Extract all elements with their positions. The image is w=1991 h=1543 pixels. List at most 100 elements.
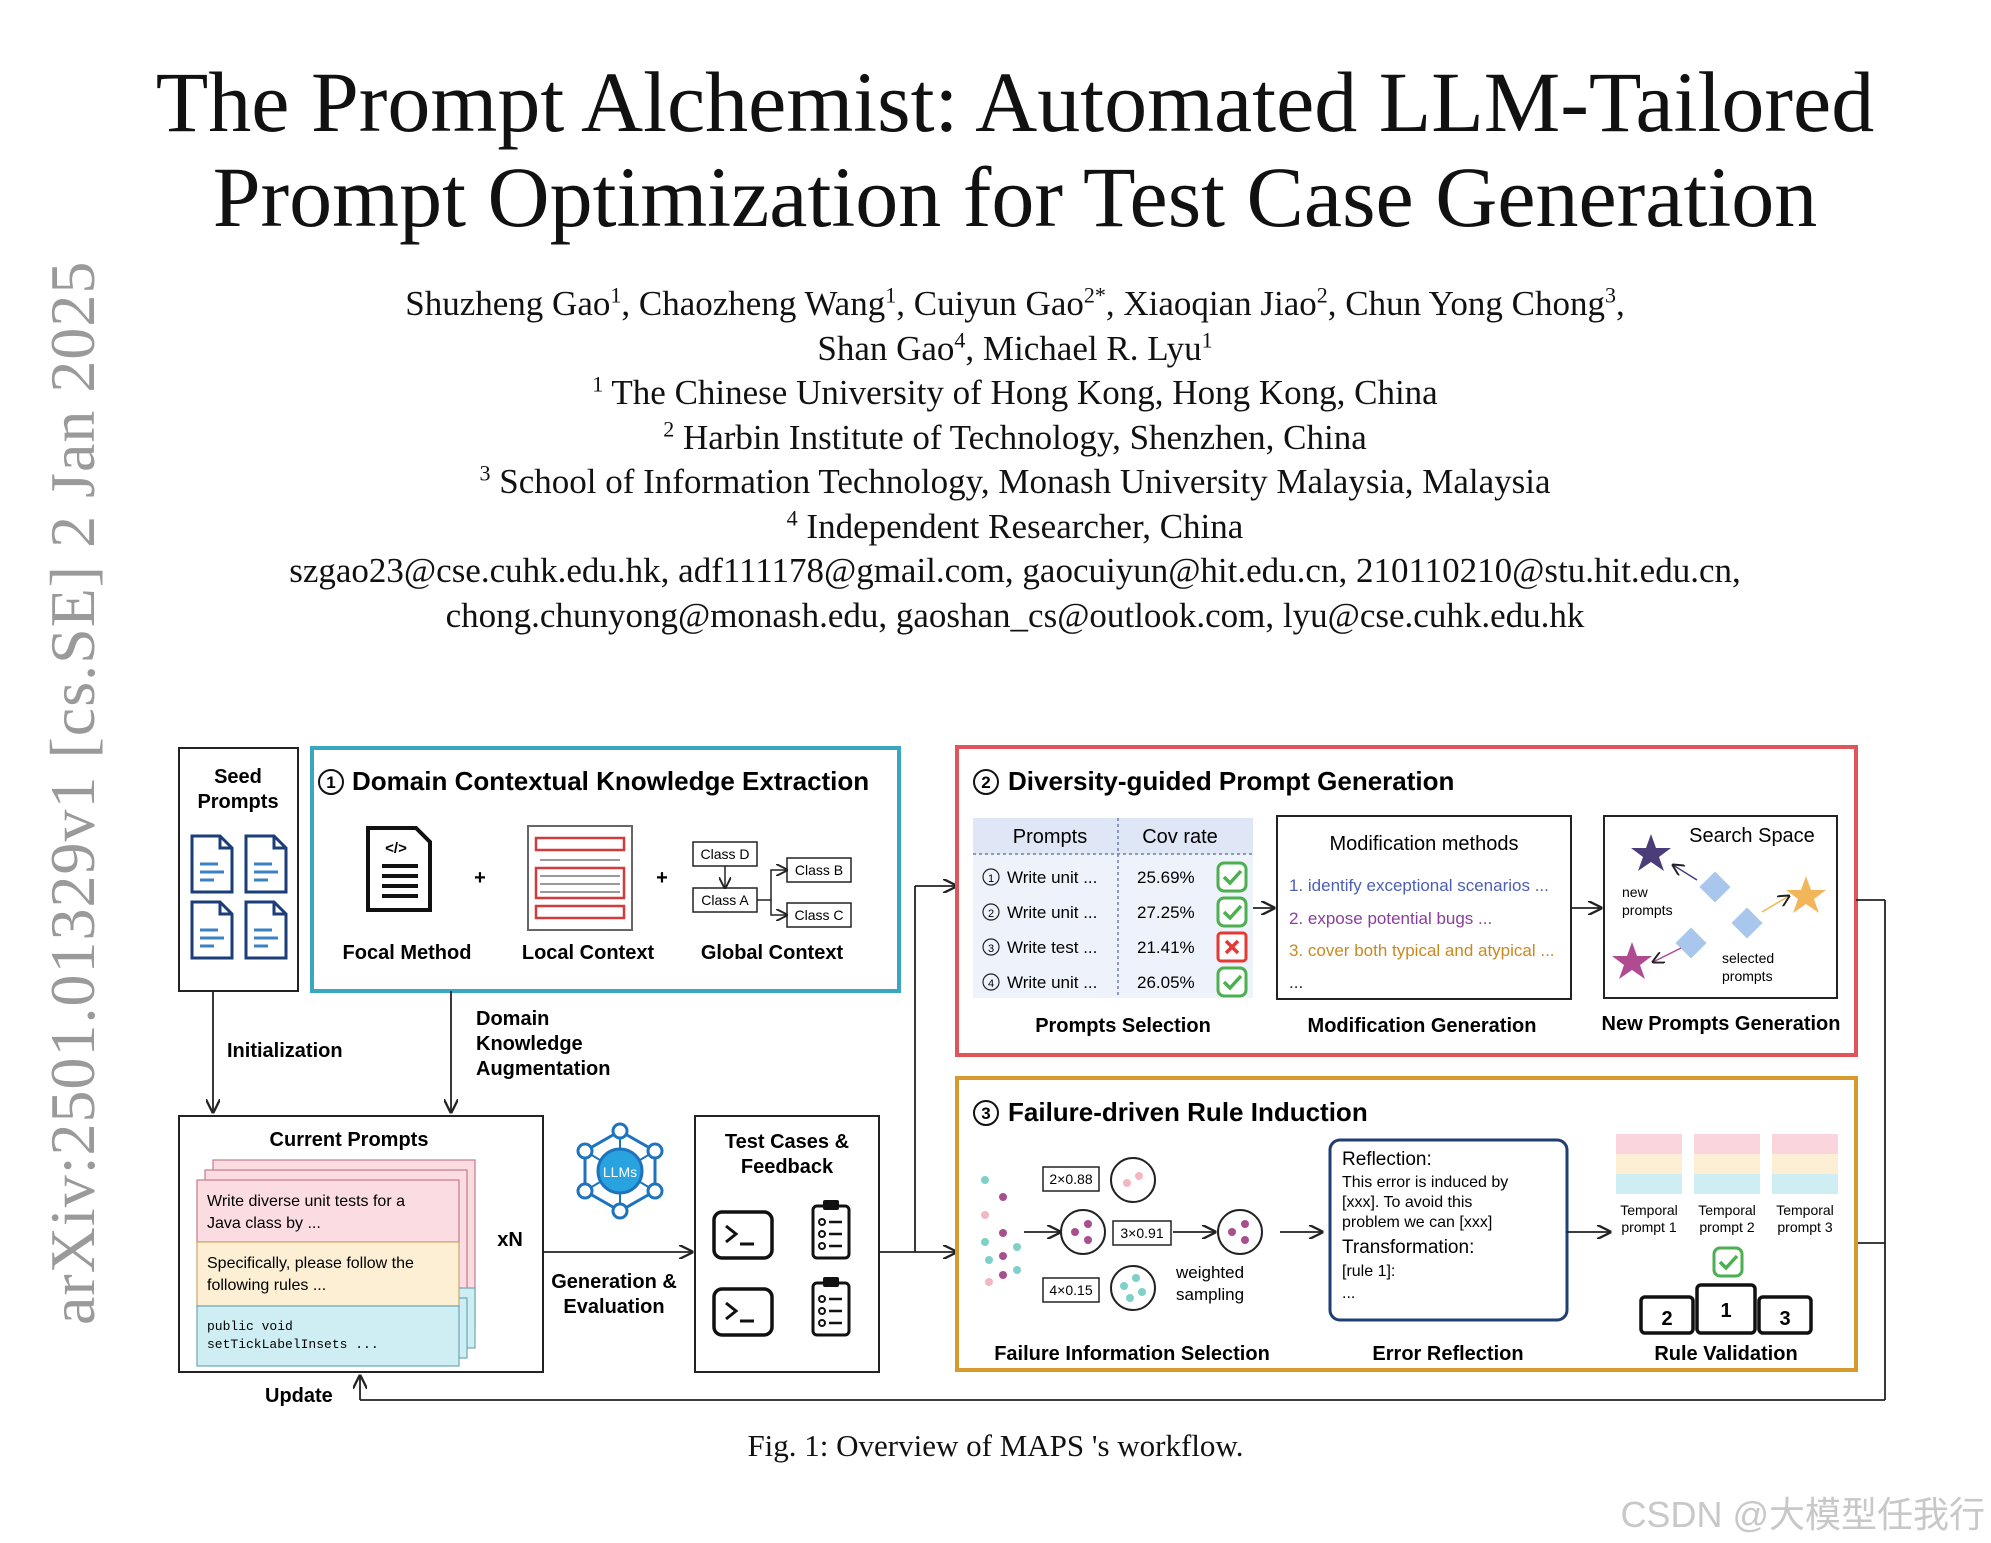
weight-label: 4×0.15 [1049,1282,1092,1298]
reflection-line: This error is induced by [1342,1174,1508,1191]
affiliation-text: The Chinese University of Hong Kong, Hon… [611,373,1438,412]
figure-caption: Fig. 1: Overview of MAPS 's workflow. [747,1428,1244,1463]
document-icon [190,834,234,894]
temporal-label: prompt 2 [1699,1219,1754,1235]
author-sup: 1 [885,282,897,308]
row-text: Write unit ... [1007,868,1097,887]
table-row: 4 Write unit ... 26.05% [982,966,1248,998]
local-context-document-icon [527,825,633,931]
xn-label: xN [497,1229,523,1251]
row-rate: 27.25% [1137,903,1195,922]
gen-eval-label: Generation & [551,1271,677,1293]
class-diagram [692,841,852,928]
new-prompts-generation-label: New Prompts Generation [1602,1013,1841,1035]
row-text: Write test ... [1007,938,1097,957]
affiliation-sup: 4 [786,504,798,530]
augmentation-label: Knowledge [476,1033,583,1055]
modification-method: 3. cover both typical and atypical ... [1289,941,1555,960]
table-header-prompts: Prompts [1013,826,1087,848]
cluster-circle [1110,1157,1156,1203]
checklist-icon [811,1198,851,1260]
terminal-icon [712,1210,774,1260]
prompt-card-text: Specifically, please follow the [207,1255,414,1272]
error-reflection-label: Error Reflection [1372,1343,1523,1365]
arrow [1673,865,1698,881]
cluster-circle [1060,1209,1106,1255]
row-text: Write unit ... [1007,903,1097,922]
arrow [1761,896,1789,913]
prompt-card-text: Write diverse unit tests for a [207,1193,405,1210]
document-icon [244,900,288,960]
prompt-card-code: setTickLabelInsets ... [207,1337,379,1352]
author-block: Shuzheng Gao1, Chaozheng Wang1, Cuiyun G… [150,282,1880,638]
temporal-prompt-card [1772,1134,1838,1194]
temporal-prompt-card [1694,1134,1760,1194]
code-glyph: </> [385,840,407,857]
update-label: Update [265,1385,333,1407]
table-header [973,818,1253,854]
affiliation-sup: 3 [479,460,491,486]
weight-box [1112,1220,1172,1246]
document-icon [244,834,288,894]
temporal-label: Temporal [1698,1202,1756,1218]
podium-icon [1639,1283,1813,1335]
reflection-line: problem we can [xxx] [1342,1214,1492,1231]
seed-prompts-label: Seed [214,766,262,788]
star-icon [1612,942,1652,979]
document-icon [190,900,234,960]
selected-prompts-label: prompts [1722,968,1773,984]
row-number: 4 [988,978,994,990]
author-name: Xiaoqian Jiao [1123,284,1317,323]
author-name: Chun Yong Chong [1345,284,1605,323]
author-sup: 1 [1201,326,1213,352]
plus-sign: + [474,867,486,889]
new-prompts-label: prompts [1622,902,1673,918]
podium-rank: 2 [1661,1308,1672,1330]
cluster-circle [1110,1265,1156,1311]
prompt-card-code: public void [207,1319,293,1334]
row-rate: 21.41% [1137,938,1195,957]
modification-box [1276,815,1572,1000]
transformation-title: Transformation: [1342,1237,1474,1258]
failure-dots [981,1176,1021,1286]
affiliation-sup: 2 [663,415,675,441]
affiliation-text: School of Information Technology, Monash… [499,462,1551,501]
reflection-line: [xxx]. To avoid this [1342,1194,1472,1211]
email-line-1: szgao23@cse.cuhk.edu.hk, adf111178@gmail… [289,551,1741,590]
table-row: 1 Write unit ... 25.69% [982,861,1248,893]
transformation-line: [rule 1]: [1342,1263,1395,1280]
local-context-label: Local Context [522,942,655,964]
weight-box [1042,1166,1100,1192]
augmentation-label: Augmentation [476,1058,610,1080]
row-number: 3 [988,943,994,955]
stage3-title: Failure-driven Rule Induction [1008,1097,1368,1127]
llm-network-icon [576,1122,664,1220]
star-icon [1786,876,1826,913]
table-row: 3 Write test ... 21.41% [982,931,1248,963]
modification-method: 2. expose potential bugs ... [1289,909,1492,928]
stage-number: 2 [981,773,990,792]
prompt-card-3 [196,1305,460,1367]
author-name: Cuiyun Gao [913,284,1084,323]
author-sup: 2 [1316,282,1328,308]
reflection-box [1328,1138,1569,1322]
code-document-icon [366,826,432,912]
prompt-card-2 [196,1241,460,1307]
temporal-prompt-card [1616,1134,1682,1194]
prompts-selection-label: Prompts Selection [1035,1015,1211,1037]
stage-number-circle [973,769,999,795]
author-sup: 4 [954,326,966,352]
temporal-label: Temporal [1776,1202,1834,1218]
search-space-label: Search Space [1689,825,1815,847]
modification-method: 1. identify exceptional scenarios ... [1289,876,1549,895]
modification-method: ... [1289,973,1303,992]
llms-label: LLMs [603,1164,637,1180]
seed-prompts-label: Prompts [197,791,278,813]
prompt-card-text: Java class by ... [207,1215,321,1232]
row-rate: 26.05% [1137,973,1195,992]
watermark: CSDN @大模型任我行 [1620,1494,1985,1535]
arrow [1653,947,1682,962]
row-number: 2 [988,908,994,920]
global-context-label: Global Context [701,942,844,964]
gen-eval-label: Evaluation [563,1296,664,1318]
